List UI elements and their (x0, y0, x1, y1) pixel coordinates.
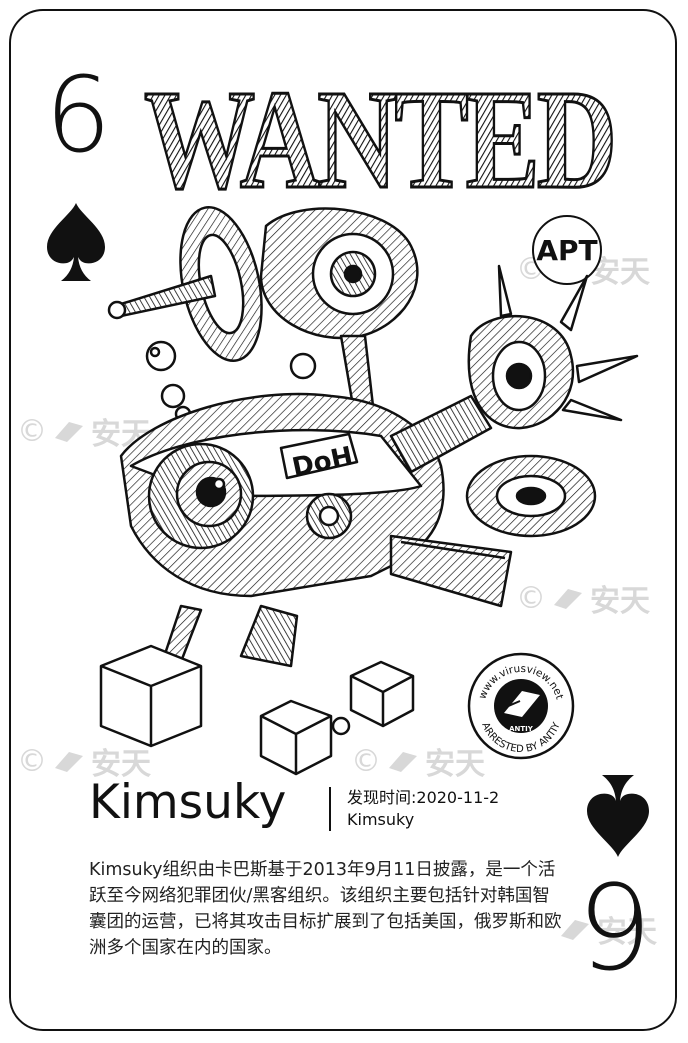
watermark: © 安天 (17, 739, 151, 783)
spade-icon (587, 775, 649, 857)
antiy-logo-icon (389, 752, 417, 772)
description: Kimsuky组织由卡巴斯基于2013年9月11日披露，是一个活跃至今网络犯罪团… (89, 860, 562, 958)
watermark-copyright: © (17, 413, 47, 449)
rank-top: 6 (45, 54, 112, 176)
robot-fish-illustration: DoH (99, 206, 639, 776)
watermark-text: 安天 (91, 747, 151, 782)
wanted-title: WANTED (143, 69, 620, 209)
divider (329, 787, 331, 831)
antiy-logo-icon (561, 920, 589, 940)
watermark-text: 安天 (590, 584, 650, 619)
watermark: © 安天 (351, 739, 485, 783)
rank-bottom: 9 (577, 859, 653, 997)
watermark: 安天 (559, 907, 657, 951)
seal-brand: ANTIY (509, 725, 534, 733)
watermark: © 安天 (516, 576, 650, 620)
discovery-date: 发现时间:2020-11-2 (347, 788, 500, 807)
watermark-copyright: © (516, 580, 546, 616)
spade-icon (47, 203, 105, 281)
watermark-copyright: © (351, 743, 381, 779)
watermark-text: 安天 (425, 747, 485, 782)
group-alias: Kimsuky (347, 810, 415, 829)
group-name: Kimsuky (89, 775, 287, 830)
antiy-logo-icon (55, 422, 83, 442)
apt-badge: APT (532, 215, 602, 285)
watermark-copyright: © (17, 743, 47, 779)
antiy-logo-icon (554, 589, 582, 609)
antiy-seal-stamp: www.virusview.net ARRESTED BY ANTIY ANTI… (467, 652, 575, 760)
watermark-text: 安天 (597, 915, 657, 950)
playing-card: © 安天 © 安天 © 安天 © 安天 © 安天 安天 6 9 (9, 9, 677, 1031)
antiy-logo-icon (55, 752, 83, 772)
wanted-text: WANTED (144, 69, 614, 209)
meta-block: 发现时间:2020-11-2 Kimsuky (347, 787, 499, 831)
